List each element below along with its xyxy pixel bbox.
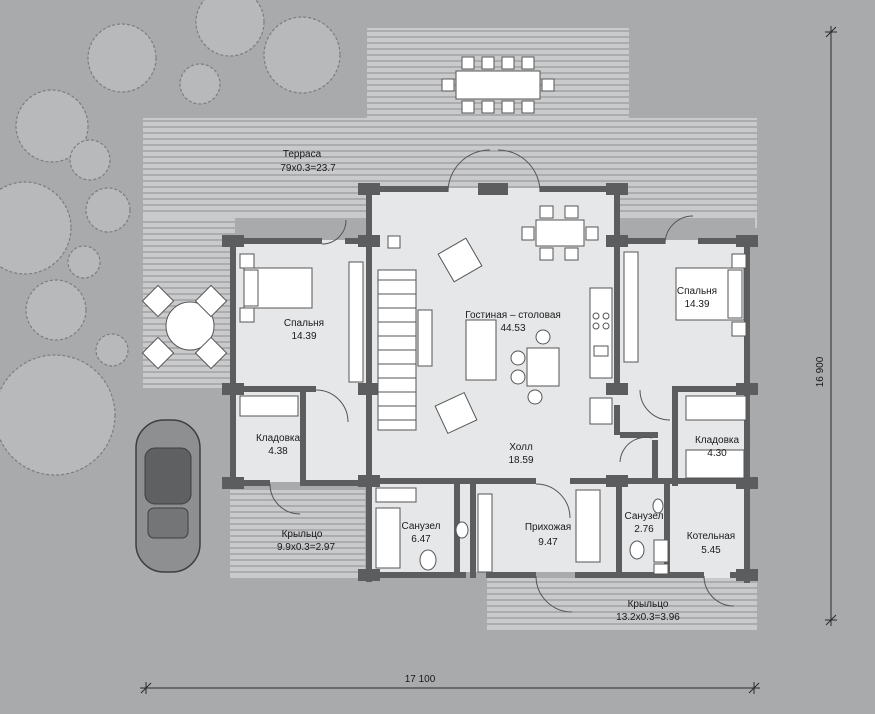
- dimension-lines: [140, 26, 837, 694]
- svg-text:4.38: 4.38: [268, 446, 288, 457]
- room-bedroom-right-name: Спальня: [677, 286, 717, 297]
- room-porch-bottom-area: 13.2x0.3=3.96: [616, 612, 680, 623]
- svg-text:Санузел: Санузел: [402, 521, 441, 532]
- room-hall-area: 18.59: [508, 455, 533, 466]
- room-labels: Терраса 79x0.3=23.7 Спальня 14.39 Гостин…: [256, 149, 740, 623]
- room-storage-left-name: Кладовка: [256, 433, 301, 444]
- svg-text:13.2x0.3=3.96: 13.2x0.3=3.96: [616, 612, 680, 623]
- room-entry-area: 9.47: [538, 537, 558, 548]
- dimension-width: 17 100: [405, 674, 436, 685]
- svg-text:44.53: 44.53: [500, 323, 525, 334]
- svg-text:9.9x0.3=2.97: 9.9x0.3=2.97: [277, 542, 336, 553]
- dimension-height: 16 900: [815, 356, 826, 387]
- furniture: [141, 56, 747, 575]
- room-bedroom-left-name: Спальня: [284, 318, 324, 329]
- room-hall-name: Холл: [509, 442, 533, 453]
- room-boiler-name: Котельная: [687, 531, 735, 542]
- room-terrace-area: 79x0.3=23.7: [280, 163, 336, 174]
- svg-text:Прихожая: Прихожая: [525, 522, 571, 533]
- room-porch-bottom-name: Крыльцо: [628, 599, 669, 610]
- svg-text:Спальня: Спальня: [677, 286, 717, 297]
- room-bedroom-left-area: 14.39: [291, 331, 316, 342]
- svg-text:4.30: 4.30: [707, 448, 727, 459]
- svg-text:18.59: 18.59: [508, 455, 533, 466]
- room-storage-right-name: Кладовка: [695, 435, 740, 446]
- trees: [0, 0, 341, 476]
- room-porch-left-area: 9.9x0.3=2.97: [277, 542, 336, 553]
- svg-text:Кладовка: Кладовка: [695, 435, 740, 446]
- room-bath-right-name: Санузел: [625, 511, 664, 522]
- doors: [269, 149, 735, 613]
- svg-text:Холл: Холл: [509, 442, 533, 453]
- porch-bottom-deck: [487, 578, 757, 630]
- room-bedroom-right-area: 14.39: [684, 299, 709, 310]
- room-porch-left-name: Крыльцо: [282, 529, 323, 540]
- svg-text:Крыльцо: Крыльцо: [282, 529, 323, 540]
- room-bath-right-area: 2.76: [634, 524, 654, 535]
- svg-text:Кладовка: Кладовка: [256, 433, 301, 444]
- svg-text:14.39: 14.39: [291, 331, 316, 342]
- svg-text:9.47: 9.47: [538, 537, 558, 548]
- room-entry-name: Прихожая: [525, 522, 571, 533]
- svg-text:2.76: 2.76: [634, 524, 654, 535]
- room-storage-left-area: 4.38: [268, 446, 288, 457]
- svg-text:Терраса: Терраса: [283, 149, 322, 160]
- room-bath-left-area: 6.47: [411, 534, 431, 545]
- car: [135, 419, 201, 573]
- svg-text:Гостиная – столовая: Гостиная – столовая: [465, 310, 561, 321]
- room-living-area: 44.53: [500, 323, 525, 334]
- svg-text:Крыльцо: Крыльцо: [628, 599, 669, 610]
- room-terrace-name: Терраса: [283, 149, 322, 160]
- room-storage-right-area: 4.30: [707, 448, 727, 459]
- svg-text:17 100: 17 100: [405, 674, 436, 685]
- svg-text:Котельная: Котельная: [687, 531, 735, 542]
- svg-text:Санузел: Санузел: [625, 511, 664, 522]
- room-boiler-area: 5.45: [701, 545, 721, 556]
- svg-text:5.45: 5.45: [701, 545, 721, 556]
- room-bath-left-name: Санузел: [402, 521, 441, 532]
- svg-text:6.47: 6.47: [411, 534, 431, 545]
- svg-text:79x0.3=23.7: 79x0.3=23.7: [280, 163, 336, 174]
- svg-text:Спальня: Спальня: [284, 318, 324, 329]
- svg-text:16 900: 16 900: [815, 356, 826, 387]
- svg-text:14.39: 14.39: [684, 299, 709, 310]
- room-living-name: Гостиная – столовая: [465, 310, 561, 321]
- porch-left-deck: [230, 490, 365, 578]
